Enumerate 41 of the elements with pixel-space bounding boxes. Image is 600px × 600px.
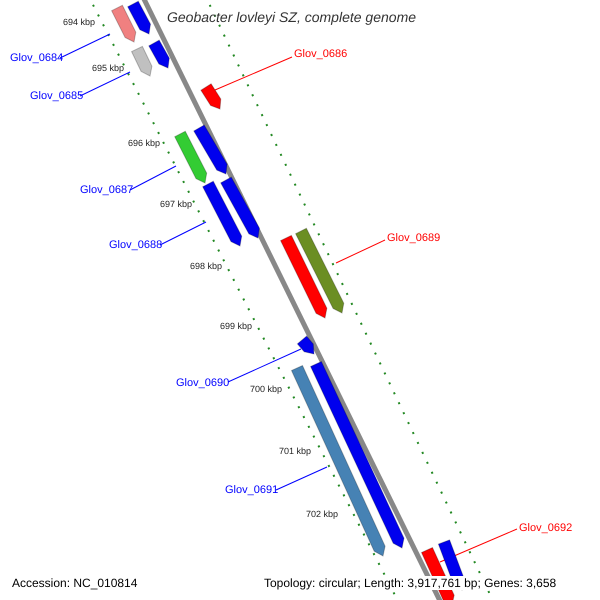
gene-feature (280, 234, 328, 319)
gene-feature (200, 83, 222, 110)
leader-line (60, 34, 110, 58)
scale-tick-label: 700 kbp (250, 385, 282, 394)
leader-line (160, 222, 206, 246)
genome-info-text: Accession: NC_010814 (10, 576, 140, 590)
scale-tick-label: 699 kbp (220, 322, 252, 331)
gene-feature (174, 130, 208, 184)
gene-feature (148, 39, 170, 69)
leader-line (130, 166, 176, 190)
gene-feature (130, 46, 152, 77)
gene-label: Glov_0686 (294, 49, 348, 60)
leader-line (336, 240, 386, 264)
scale-tick-label: 701 kbp (279, 447, 312, 456)
leader-line (276, 466, 328, 490)
gene-label: Glov_0688 (109, 240, 162, 251)
gene-label: Glov_0684 (10, 53, 64, 64)
gene-label: Glov_0692 (519, 523, 572, 534)
gene-feature (110, 4, 136, 43)
gene-label: Glov_0689 (387, 233, 440, 244)
leader-line (80, 72, 130, 96)
gene-label: Glov_0691 (225, 485, 278, 496)
scale-tick-label: 702 kbp (306, 510, 338, 519)
gene-feature (220, 176, 260, 239)
leader-line (214, 56, 292, 90)
gene-label: Glov_0690 (176, 378, 230, 389)
genome-info-text: Topology: circular; Length: 3,917,761 bp; Genes: 3,658 (262, 576, 558, 590)
gene-feature (296, 335, 315, 355)
gene-feature (193, 124, 228, 175)
gene-feature (127, 0, 152, 35)
leader-line (228, 348, 302, 382)
scale-tick-label: 696 kbp (128, 139, 160, 148)
gene-label: Glov_0685 (30, 91, 84, 102)
gene-label: Glov_0687 (80, 185, 134, 196)
gene-feature (294, 228, 344, 314)
scale-tick-label: 697 kbp (160, 200, 192, 209)
gene-feature (202, 180, 242, 247)
title: Geobacter lovleyi SZ, complete genome (167, 10, 416, 24)
scale-tick-label: 698 kbp (190, 262, 222, 271)
scale-tick-label: 694 kbp (63, 18, 96, 27)
scale-tick-label: 695 kbp (92, 64, 124, 73)
